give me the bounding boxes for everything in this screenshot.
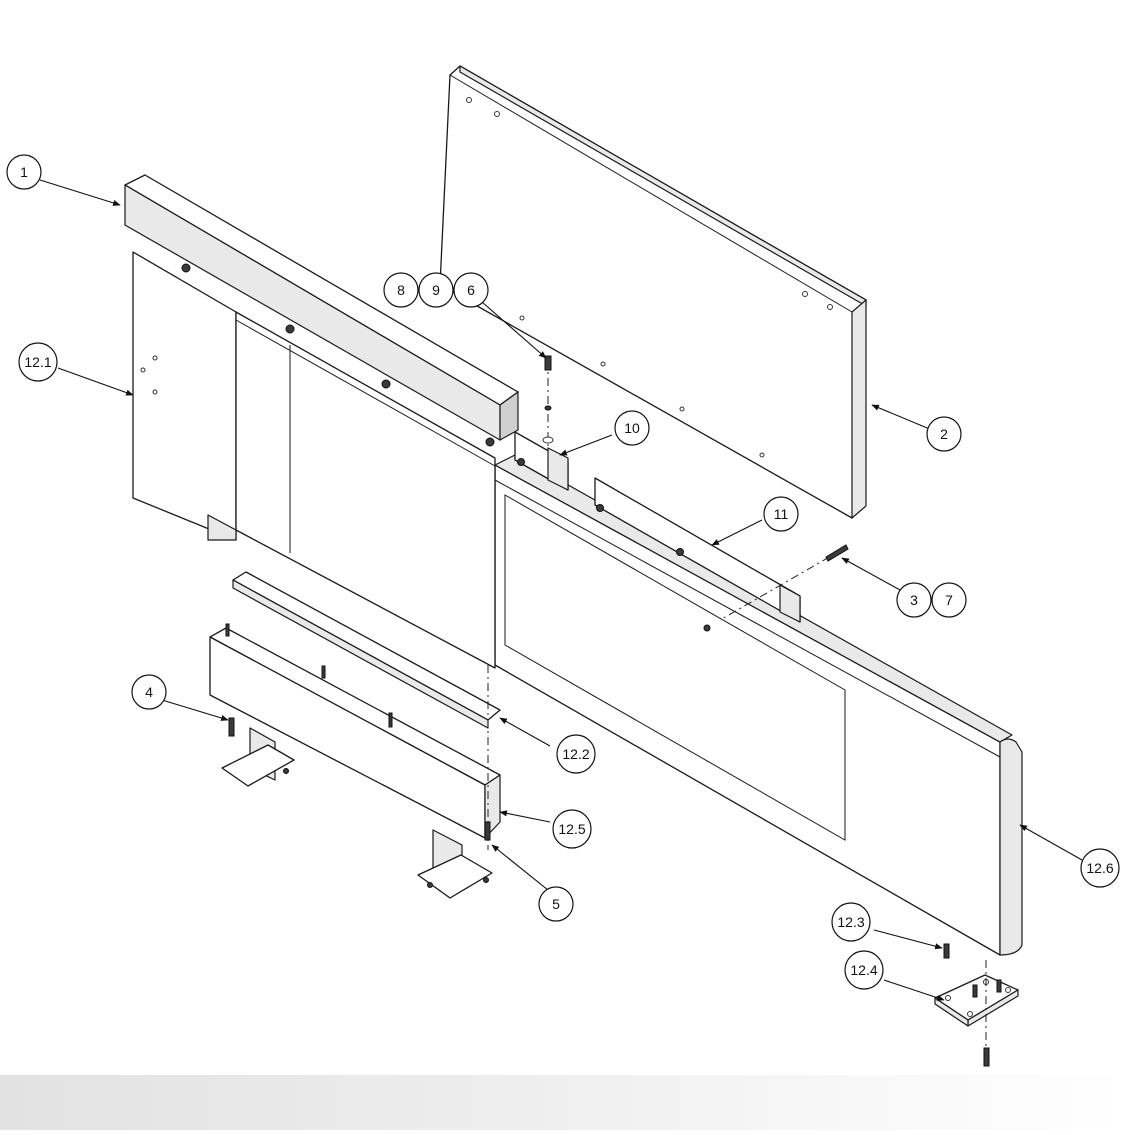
bolt-part-4 [228,717,235,737]
callout-12-3: 12.3 [831,902,871,942]
base-leg-left [221,727,295,787]
callout-9: 9 [418,272,454,308]
foot-plate-part-12-4 [934,960,1019,1068]
callout-12-4: 12.4 [844,950,884,990]
svg-text:12.6: 12.6 [1086,860,1113,876]
svg-text:9: 9 [432,282,440,298]
svg-text:5: 5 [552,896,560,912]
callout-10: 10 [614,410,650,446]
front-panel-part-12-6 [494,454,1023,956]
svg-text:4: 4 [145,684,153,700]
left-panel-part-12-1 [132,251,237,541]
callout-7: 7 [931,582,967,618]
svg-text:12.5: 12.5 [558,821,585,837]
svg-text:12.3: 12.3 [837,914,864,930]
callout-6: 6 [453,272,489,308]
svg-text:2: 2 [940,426,948,442]
svg-text:10: 10 [624,420,640,436]
base-leg-right [417,829,493,899]
svg-text:7: 7 [945,592,953,608]
svg-text:1: 1 [20,164,28,180]
svg-text:3: 3 [910,592,918,608]
svg-text:6: 6 [467,282,475,298]
callout-12-2: 12.2 [556,734,596,774]
center-panel [235,311,496,669]
callout-3: 3 [896,582,932,618]
top-rail-part-1 [124,174,519,447]
callout-4: 4 [131,674,167,710]
bracket-part-11 [594,477,801,632]
svg-text:12.2: 12.2 [562,746,589,762]
strip-part-12-2 [232,571,501,729]
callout-5: 5 [538,886,574,922]
callout-1: 1 [6,154,42,190]
svg-text:12.1: 12.1 [24,354,51,370]
leader-lines [39,179,1083,1001]
bolt-part-3-7 [719,544,849,621]
callout-12-6: 12.6 [1080,848,1120,888]
callout-12-5: 12.5 [552,809,592,849]
svg-text:8: 8 [397,282,405,298]
svg-text:11: 11 [774,506,789,522]
bolt-part-5 [484,821,491,841]
bolt-stack-6-8-9 [542,355,554,480]
callout-12-1: 12.1 [18,342,58,382]
bottom-gradient-band [0,1075,1130,1130]
bracket-part-10 [514,431,569,491]
callout-11: 11 [763,496,799,532]
callout-2: 2 [926,416,962,452]
callout-8: 8 [383,272,419,308]
back-panel-part-2 [439,65,867,519]
svg-text:12.4: 12.4 [850,962,877,978]
screw-part-12-3 [943,943,950,959]
